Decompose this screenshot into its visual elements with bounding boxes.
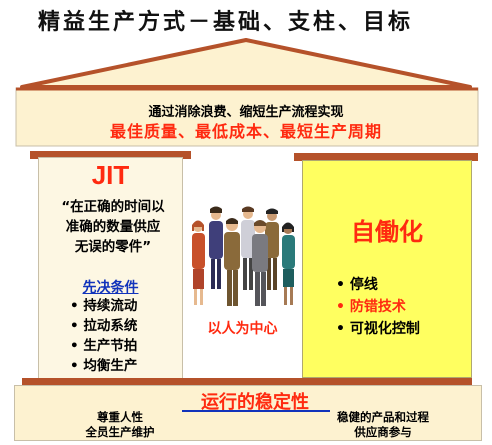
roof — [15, 38, 479, 147]
list-item: • 防错技术 — [336, 299, 406, 315]
jit-definition-line: 准确的数量供应 — [65, 219, 161, 235]
foundation-item: 尊重人性 — [97, 410, 143, 424]
roof-goals: 最佳质量、最低成本、最短生产周期 — [109, 122, 382, 141]
foundation-title: 运行的稳定性 — [201, 392, 309, 413]
right-pillar — [302, 160, 472, 378]
jit-definition: “在正确的时间以 准确的数量供应 无误的零件” — [44, 197, 182, 257]
person-icon — [282, 222, 295, 305]
list-item-label: 均衡生产 — [83, 358, 138, 374]
foundation-right-items: 稳健的产品和过程 供应商参与 — [318, 410, 448, 440]
prerequisites-list: • 持续流动 • 拉动系统 • 生产节拍 • 均衡生产 — [70, 296, 137, 376]
jit-definition-line: “在正确的时间以 — [61, 199, 165, 215]
right-pillar-capital — [294, 153, 478, 161]
person-icon — [209, 206, 223, 289]
roof-subtitle: 通过消除浪费、缩短生产流程实现 — [148, 105, 344, 120]
jit-heading: JIT — [91, 160, 130, 190]
person-icon — [265, 208, 279, 290]
list-item: • 均衡生产 — [70, 358, 138, 374]
foundation-item: 供应商参与 — [354, 425, 412, 439]
list-item-label: 防错技术 — [349, 299, 406, 315]
list-item: • 可视化控制 — [336, 321, 420, 337]
diagram-title: 精益生产方式－基础、支柱、目标 — [38, 9, 414, 35]
person-icon — [241, 206, 255, 290]
jit-definition-line: 无误的零件” — [74, 239, 152, 255]
list-item: • 持续流动 — [70, 298, 138, 314]
foundation-band — [22, 378, 472, 386]
jidoka-list: • 停线 • 防错技术 • 可视化控制 — [336, 274, 420, 340]
list-item: • 停线 — [336, 277, 378, 293]
foundation-item: 全员生产维护 — [85, 425, 155, 439]
left-pillar — [38, 157, 183, 379]
people-centered-label: 以人为中心 — [207, 321, 278, 337]
person-icon — [224, 218, 240, 306]
prerequisites-heading: 先决条件 — [82, 280, 139, 296]
person-icon — [252, 220, 268, 306]
foundation — [14, 385, 482, 441]
group-of-people-icon — [192, 206, 295, 306]
list-item-label: 停线 — [349, 277, 378, 293]
jidoka-heading: 自働化 — [351, 218, 423, 246]
list-item-label: 可视化控制 — [349, 321, 420, 337]
roof-slab — [15, 87, 479, 147]
list-item: • 拉动系统 — [70, 318, 138, 334]
foundation-title-underline — [182, 410, 330, 412]
list-item-label: 持续流动 — [83, 298, 138, 314]
foundation-item: 稳健的产品和过程 — [337, 410, 429, 424]
list-item: • 生产节拍 — [70, 338, 138, 354]
person-icon — [192, 220, 205, 305]
roof-pediment — [20, 38, 472, 89]
list-item-label: 拉动系统 — [83, 318, 138, 334]
left-pillar-capital — [30, 151, 191, 159]
list-item-label: 生产节拍 — [83, 338, 138, 354]
foundation-left-items: 尊重人性 全员生产维护 — [60, 410, 180, 440]
